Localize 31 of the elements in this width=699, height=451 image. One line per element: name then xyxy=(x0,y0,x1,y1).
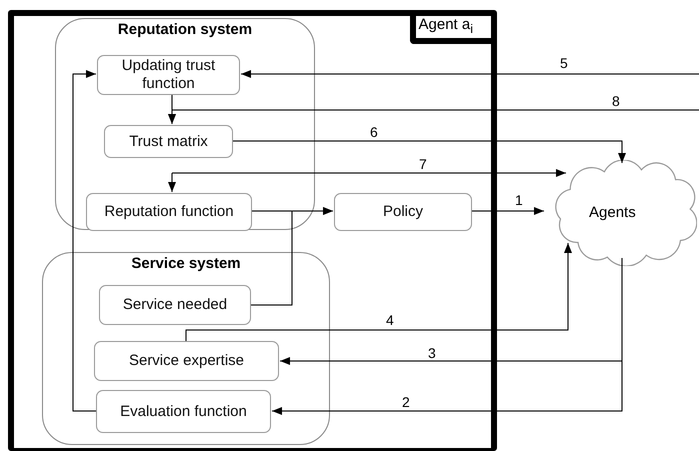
edge-label: 3 xyxy=(428,346,436,361)
arrow xyxy=(168,172,176,192)
agent-panel xyxy=(8,10,497,451)
group-heading: Reputation system xyxy=(116,21,254,38)
process-box: Service needed xyxy=(99,285,251,325)
edge-label: 7 xyxy=(419,157,427,172)
process-box: Reputation function xyxy=(86,193,252,231)
arrow xyxy=(472,207,544,215)
process-box: Service expertise xyxy=(94,341,279,381)
cloud-label: Agents xyxy=(589,204,636,221)
edge-label: 6 xyxy=(370,125,378,140)
arrow xyxy=(250,207,334,306)
edge-label: 4 xyxy=(386,313,394,328)
edge-label: 8 xyxy=(612,94,620,109)
arrow xyxy=(186,242,572,342)
subsystem-group xyxy=(42,252,330,445)
group-heading: Service system xyxy=(130,255,242,272)
process-box: Updating trust function xyxy=(97,55,240,95)
subsystem-group xyxy=(55,18,315,230)
process-box: Evaluation function xyxy=(96,390,271,433)
edge-label: 2 xyxy=(402,395,410,410)
edge-label: 1 xyxy=(515,193,523,208)
arrow xyxy=(232,140,626,164)
process-box: Trust matrix xyxy=(104,125,233,158)
arrow xyxy=(172,169,566,177)
arrow xyxy=(72,70,96,412)
arrow xyxy=(240,70,699,78)
arrow xyxy=(168,94,176,124)
edge-label: 5 xyxy=(560,56,568,71)
panel-title: Agent a$_{i}$ xyxy=(410,16,491,44)
process-box: Policy xyxy=(334,193,472,231)
